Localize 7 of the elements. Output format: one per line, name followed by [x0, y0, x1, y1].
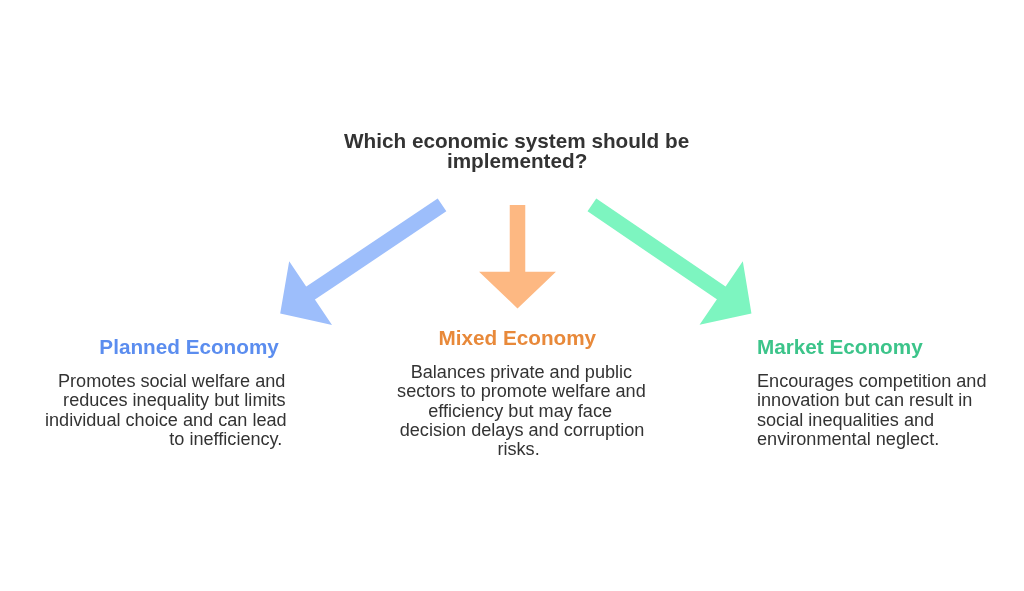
node-text: Market Economy Encourages competition and innovation but can result in social inequalities and environmental neglect. — [756, 334, 987, 449]
arrow — [479, 204, 556, 308]
node-text: Mixed Economy Balances private and public sectors to promote welfare and efficiency but may face decision delays and corruption risks. — [397, 325, 646, 459]
node-text: Planned Economy Promotes social welfare and reduces inequality but limits individual choice and can lead to inefficiency. — [45, 334, 287, 449]
arrow — [587, 198, 752, 325]
arrow — [280, 197, 447, 325]
node-text: Which economic system should be implemented? — [344, 128, 690, 172]
